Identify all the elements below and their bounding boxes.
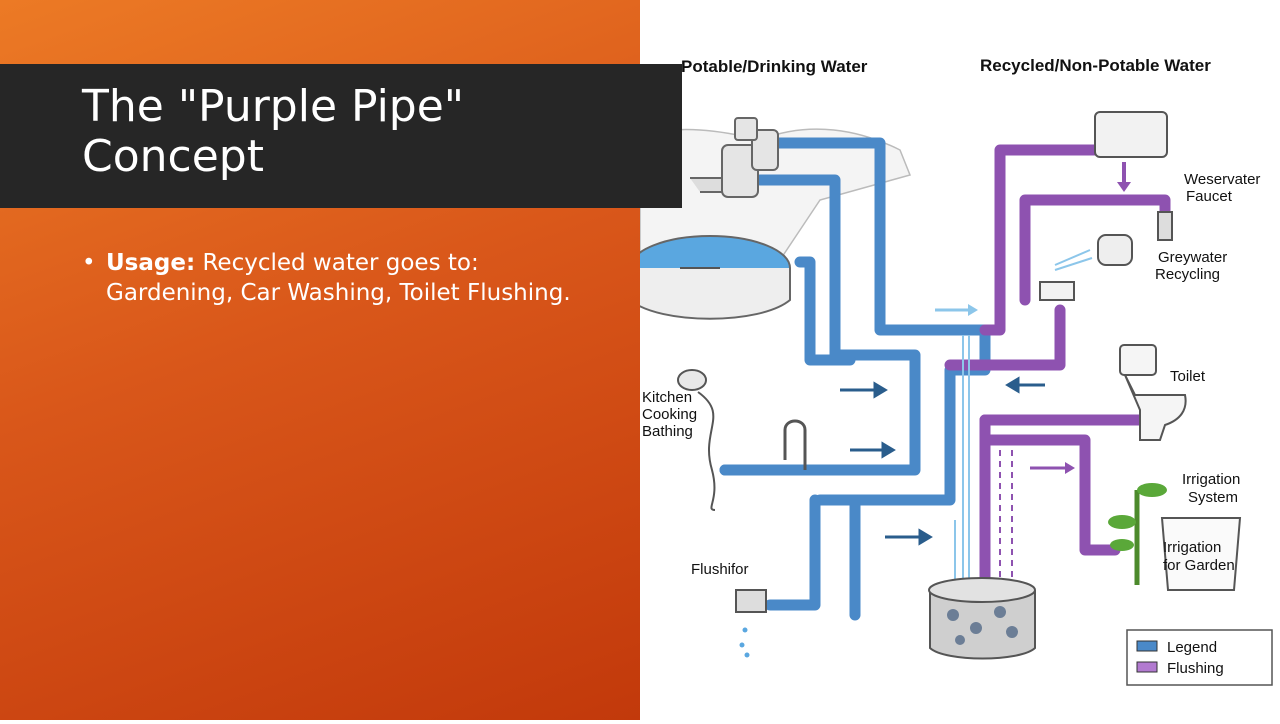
label-greywater-2: Recycling <box>1155 266 1220 283</box>
legend-box <box>1126 629 1273 686</box>
label-kitchen-1: Kitchen <box>642 389 692 406</box>
heading-recycled: Recycled/Non-Potable Water <box>980 56 1211 75</box>
title-line-1: The "Purple Pipe" <box>82 81 465 132</box>
label-weservater-1: Weservater <box>1184 171 1260 188</box>
bullet-dot: • <box>82 250 96 276</box>
bullet-label: Usage: <box>106 250 196 276</box>
legend-label-1: Legend <box>1167 639 1217 656</box>
legend-swatch-recycled <box>1136 661 1158 673</box>
kitchen-tap-icon <box>783 419 807 470</box>
flow-arrows <box>840 376 1045 546</box>
label-kitchen-3: Bathing <box>642 423 693 440</box>
plumbing-diagram: Potable/Drinking Water Recycled/Non-Pota… <box>629 0 1280 720</box>
switch-box-icon <box>1039 281 1075 301</box>
toilet-icon <box>1119 344 1187 441</box>
potable-pipes <box>719 137 991 621</box>
label-greywater-1: Greywater <box>1158 249 1227 266</box>
label-irrigation-system-2: System <box>1188 489 1238 506</box>
shower-icon <box>677 369 716 511</box>
bullet-text-line-2: Gardening, Car Washing, Toilet Flushing. <box>106 280 571 306</box>
legend-swatch-potable <box>1136 640 1158 652</box>
storage-tank-icon <box>928 577 1036 660</box>
label-irrigation-garden-1: Irrigation <box>1163 539 1221 556</box>
label-toilet: Toilet <box>1170 368 1206 385</box>
title-line-2: Concept <box>82 131 264 182</box>
bullet-item: • Usage: Recycled water goes to: Gardeni… <box>82 248 622 308</box>
treatment-tank-icon <box>690 117 779 198</box>
title-band <box>0 64 682 208</box>
recycled-pipes <box>944 144 1171 596</box>
garden-pot-icon <box>1160 517 1242 591</box>
label-flushifor: Flushifor <box>691 561 749 578</box>
water-lines <box>954 249 1093 580</box>
bullet-list: • Usage: Recycled water goes to: Gardeni… <box>82 248 622 308</box>
label-irrigation-system-1: Irrigation <box>1182 471 1240 488</box>
greywater-tank-icon <box>1094 111 1168 158</box>
recycling-unit-icon <box>1097 234 1133 266</box>
label-irrigation-garden-2: for Garden <box>1163 557 1235 574</box>
water-drops <box>739 627 750 658</box>
terrain-hills <box>639 128 912 261</box>
label-kitchen-2: Cooking <box>642 406 697 423</box>
garden-tap-icon <box>735 589 767 613</box>
plant-icon <box>1108 483 1167 585</box>
dashed-lines <box>999 450 1013 590</box>
heading-potable: Potable/Drinking Water <box>681 57 868 76</box>
legend-label-2: Flushing <box>1167 660 1224 677</box>
bullet-text-line-1: Recycled water goes to: <box>195 250 479 276</box>
faucet-icon <box>1157 211 1173 241</box>
label-weservater-2: Faucet <box>1186 188 1233 205</box>
slide-title: The "Purple Pipe" Concept <box>82 82 464 182</box>
